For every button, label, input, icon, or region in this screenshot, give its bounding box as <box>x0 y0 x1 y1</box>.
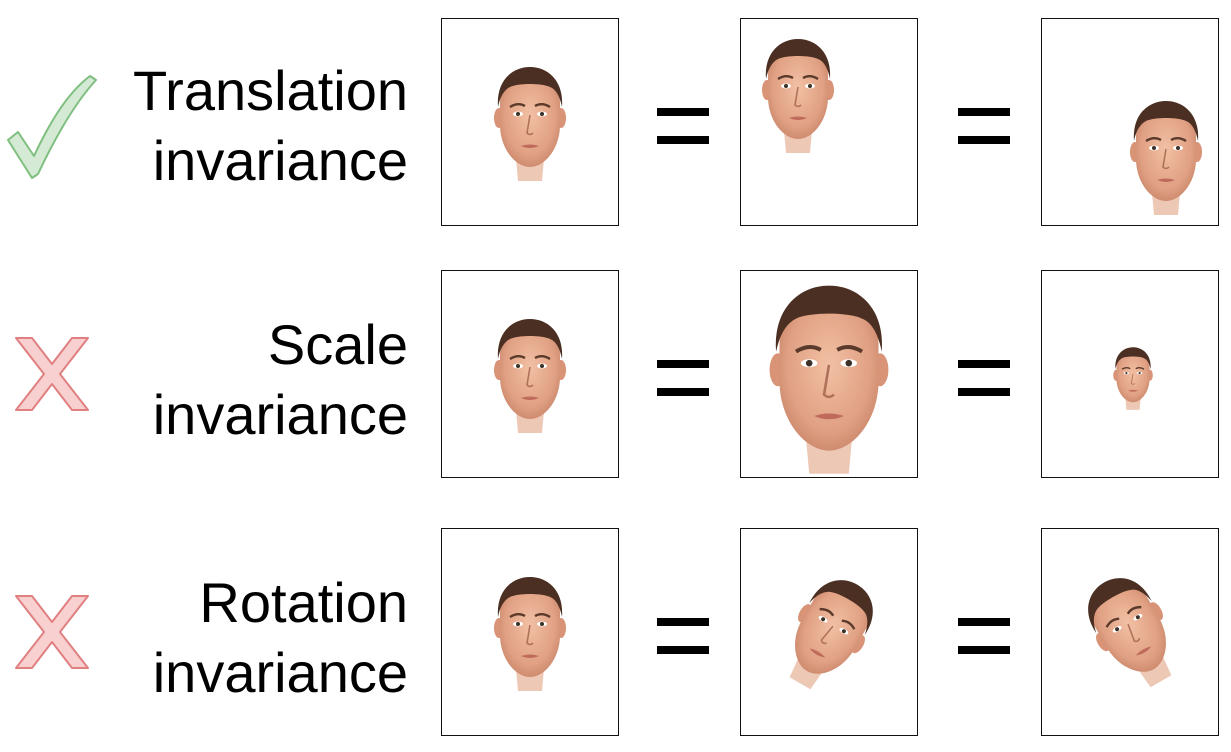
checkmark-icon <box>4 70 100 180</box>
equals-sign <box>657 618 709 654</box>
label-line-2: invariance <box>152 129 408 192</box>
face-image-rotated-left <box>740 528 918 736</box>
face-image-original <box>441 18 619 226</box>
equals-sign <box>958 360 1010 396</box>
rotation-row: Rotation invariance <box>0 528 1231 740</box>
label-line-1: Rotation <box>199 571 408 634</box>
label-line-2: invariance <box>152 383 408 446</box>
equals-sign <box>958 108 1010 144</box>
translation-row: Translation invariance <box>0 18 1231 230</box>
face-image-translated-up <box>740 18 918 226</box>
scale-row: Scale invariance <box>0 270 1231 482</box>
label-line-1: Translation <box>133 59 408 122</box>
row-label: Translation invariance <box>133 56 408 196</box>
face-image-scaled-up <box>740 270 918 478</box>
equals-sign <box>657 108 709 144</box>
face-image-translated-down <box>1041 18 1219 226</box>
face-image-scaled-down <box>1041 270 1219 478</box>
cross-icon <box>4 328 100 438</box>
face-image-original <box>441 528 619 736</box>
face-image-original <box>441 270 619 478</box>
equals-sign <box>958 618 1010 654</box>
row-label: Scale invariance <box>153 310 408 450</box>
label-line-2: invariance <box>152 641 408 704</box>
cross-icon <box>4 586 100 696</box>
label-line-1: Scale <box>267 313 408 376</box>
row-label: Rotation invariance <box>153 568 408 708</box>
equals-sign <box>657 360 709 396</box>
face-image-rotated-right <box>1041 528 1219 736</box>
